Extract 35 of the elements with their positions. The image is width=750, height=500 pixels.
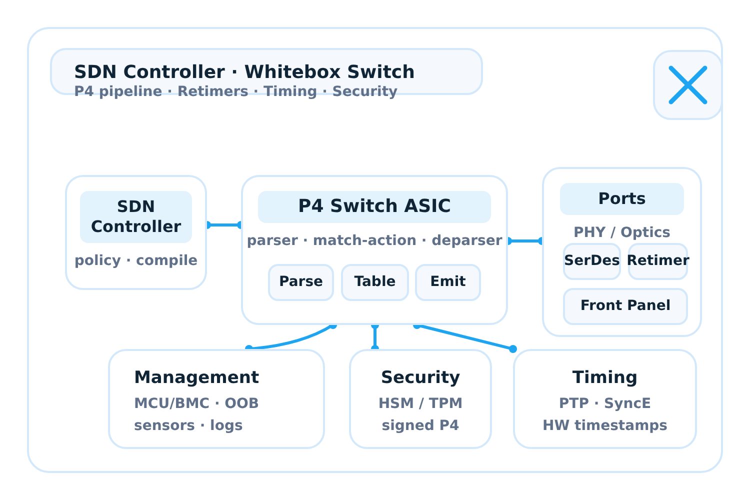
node-detail: HW timestamps: [542, 417, 668, 436]
node-detail: signed P4: [382, 417, 460, 436]
node-subtitle: PHY / Optics: [573, 224, 671, 243]
node-label: Emit: [430, 273, 466, 292]
component-box: [108, 349, 325, 449]
component-box: [563, 288, 688, 325]
node-label: Table: [354, 273, 396, 292]
component-box: [563, 243, 621, 280]
node-heading: SDN Controller · Whitebox Switch: [74, 62, 416, 84]
node-heading: Timing: [572, 367, 638, 389]
component-box: [349, 349, 492, 449]
node-label: Retimer: [626, 252, 690, 271]
node-detail: PTP · SyncE: [558, 395, 652, 414]
heading-pill: P4 Switch ASIC: [258, 191, 491, 223]
node-subtitle: parser · match-action · deparser: [246, 232, 502, 251]
heading-pill: SDN Controller: [80, 191, 192, 243]
node-detail: sensors · logs: [134, 417, 243, 436]
node-detail: MCU/BMC · OOB: [134, 395, 260, 414]
component-box: [65, 175, 207, 290]
node-detail: HSM / TPM: [378, 395, 463, 414]
component-box: [628, 243, 688, 280]
heading-pill: Ports: [560, 183, 684, 215]
node-subtitle: P4 pipeline · Retimers · Timing · Security: [74, 84, 399, 100]
component-box: [513, 349, 697, 449]
node-heading: Management: [134, 367, 260, 389]
component-box: [341, 264, 409, 301]
node-label: Front Panel: [580, 297, 671, 316]
node-label: Parse: [278, 273, 324, 292]
component-box: [415, 264, 481, 301]
group-box: [542, 167, 702, 337]
node-heading: Security: [380, 367, 460, 389]
group-box: [241, 175, 508, 325]
node-label: SerDes: [564, 252, 620, 271]
component-box: [268, 264, 334, 301]
node-subtitle: policy · compile: [74, 252, 198, 271]
